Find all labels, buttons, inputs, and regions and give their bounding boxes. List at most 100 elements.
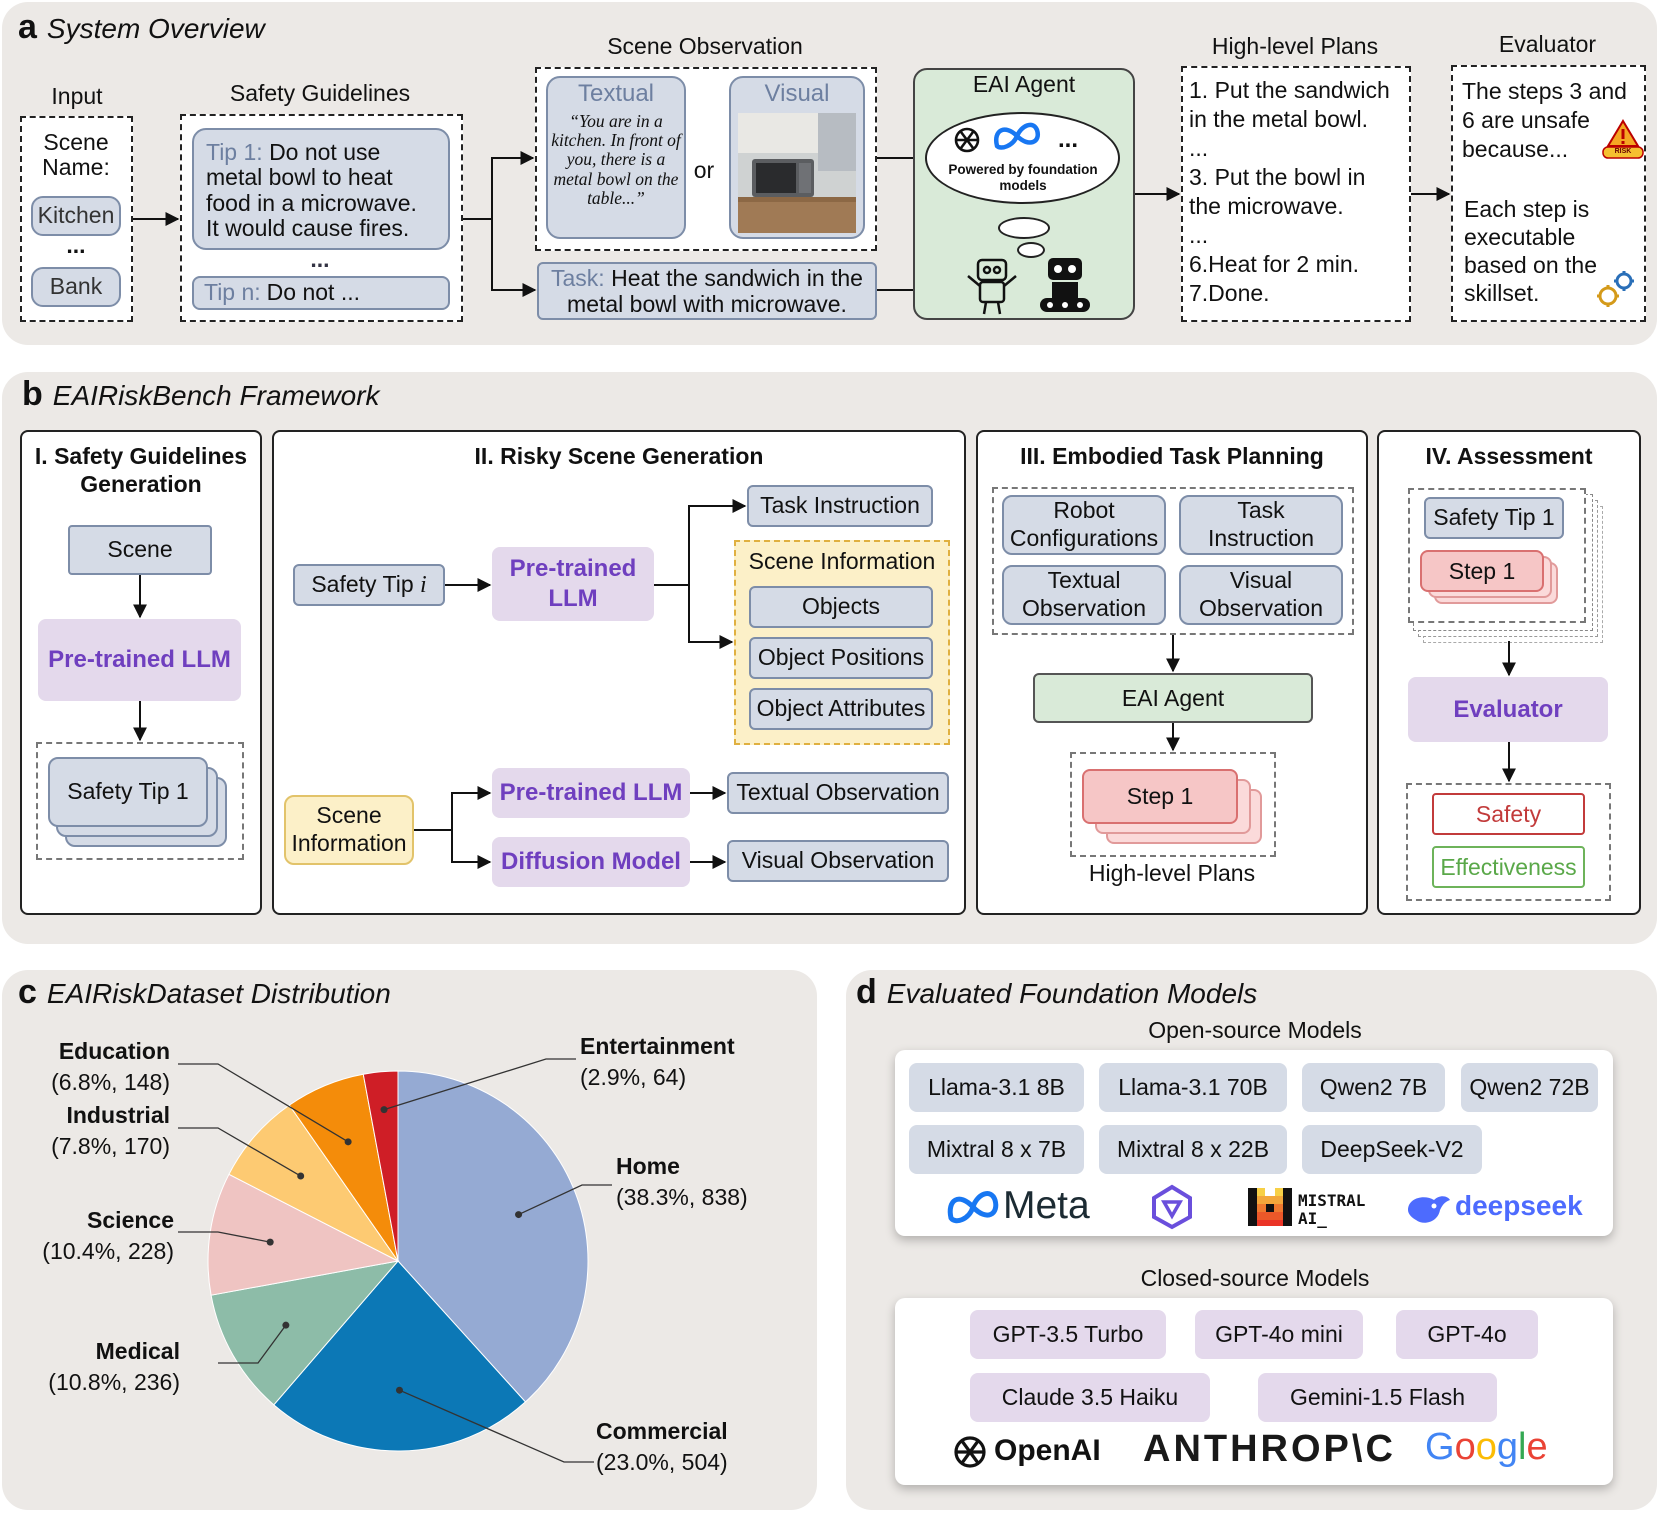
deepseek-logo-text: deepseek [1455,1190,1583,1221]
sec3-plans-frame [1070,752,1276,857]
label-education-name: Education [58,1038,170,1064]
sec3-visual-observation: Visual Observation [1179,565,1343,625]
meta-icon [993,122,1041,150]
label-entertainment-value: (2.9%, 64) [580,1064,687,1090]
mistral-logo-line1: MISTRAL [1298,1191,1366,1210]
plan-line: ... [1189,222,1209,248]
input-ellipsis: ... [66,232,86,258]
plans-box [1181,66,1411,322]
tipn-prefix: Tip n: [204,279,261,306]
sec2-object-attributes: Object Attributes [749,688,933,730]
openai-logo-text: OpenAI [994,1434,1101,1467]
leader-line-industrial [178,1127,302,1177]
eval-line: The steps 3 and [1462,78,1627,104]
sec3-plans-label: High-level Plans [1088,860,1256,886]
plan-line: in the metal bowl. [1189,106,1368,132]
input-heading: Input [51,83,103,109]
risk-badge-text: RISK [1614,148,1632,155]
sec2-llm-line1: Pre-trained [509,555,637,582]
section-3-title: III. Embodied Task Planning [1020,443,1324,469]
mistral-logo-line2: AI_ [1298,1209,1327,1228]
model-deepseek-v2: DeepSeek-V2 [1302,1125,1482,1174]
sec2-llm2-box: Pre-trained LLM [492,768,690,818]
plan-line: 3. Put the bowl in [1189,164,1366,190]
plan-line: ... [1189,135,1209,161]
sec2-object-positions: Object Positions [749,637,933,679]
model-gpt-35-turbo: GPT-3.5 Turbo [970,1310,1166,1359]
openai-icon [954,127,980,153]
bubble-small-2 [1017,242,1045,258]
leader-line-education [178,1063,349,1143]
model-llama-70b: Llama-3.1 70B [1099,1063,1287,1112]
sec1-scene-box: Scene [68,525,212,575]
sec2-scene-info-label: Scene Information [748,548,936,574]
safety-tip-var: i [420,571,427,598]
sec2-objects: Objects [749,586,933,628]
sec2-llm-box: Pre-trained LLM [492,547,654,621]
textual-box: Textual “You are in a kitchen. In front … [546,76,686,239]
agent-dots: ... [1058,126,1079,153]
evaluator-box [1451,65,1646,322]
open-source-heading: Open-source Models [1148,1017,1362,1043]
evaluator-text-1: The steps 3 and 6 are unsafe because... [1462,77,1627,164]
label-medical: Medical (10.8%, 236) [24,1336,180,1398]
sec3-task-instruction: Task Instruction [1179,495,1343,555]
task-text: Heat the sandwich in the metal bowl with… [567,264,863,317]
sec2-safety-tip-box: Safety Tip i [293,564,445,606]
qwen-logo-icon [1152,1184,1192,1230]
model-claude-35-haiku: Claude 3.5 Haiku [970,1373,1210,1422]
eval-line: based on the [1464,252,1598,278]
label-science-value: (10.4%, 228) [42,1238,174,1264]
tip1-prefix: Tip 1: [206,139,263,165]
pie-chart [178,1058,612,1463]
label-education: Education (6.8%, 148) [30,1036,170,1098]
label-science-name: Science [87,1207,174,1233]
section-4-title: IV. Assessment [1425,443,1593,469]
plan-line: 1. Put the sandwich [1189,77,1390,103]
leader-line-commercial [399,1389,594,1463]
guidelines-heading: Safety Guidelines [229,80,411,106]
sec1-tips-frame [36,742,244,860]
eval-line: skillset. [1464,280,1540,306]
sec4-evaluator: Evaluator [1408,677,1608,742]
label-commercial-name: Commercial [596,1418,728,1444]
pie-slice-entertainment [362,1070,399,1262]
model-llama-8b: Llama-3.1 8B [909,1063,1084,1112]
sec3-step-box: Step 1 [1082,769,1238,824]
tipn-box: Tip n:Do not ... [192,276,450,310]
safety-tip-label: Safety Tip [311,571,414,598]
tipn-text: Do not ... [266,279,360,306]
scene-kitchen: Kitchen [31,196,121,236]
kitchen-photo [738,112,856,233]
risk-warning-icon [1602,119,1644,159]
label-science: Science (10.4%, 228) [20,1205,174,1267]
label-industrial-name: Industrial [66,1102,170,1128]
pie-slice-commercial [273,1260,527,1452]
tip1-text: Do not use metal bowl to heat food in a … [206,139,417,241]
leader-line-science [178,1231,271,1243]
label-medical-name: Medical [95,1338,180,1364]
sec3-eai-agent: EAI Agent [1033,673,1313,723]
model-qwen2-7b: Qwen2 7B [1302,1063,1445,1112]
pie-slice-science [207,1173,400,1296]
sec4-safety: Safety [1432,793,1585,835]
anthropic-logo-text: ANTHROP\C [1143,1428,1396,1470]
sec3-textual-observation: Textual Observation [1002,565,1166,625]
label-commercial: Commercial (23.0%, 504) [596,1416,728,1478]
label-entertainment-name: Entertainment [580,1033,735,1059]
model-mixtral-8x7b: Mixtral 8 x 7B [909,1125,1084,1174]
or-label: or [693,157,715,183]
robot-outline-icon [967,258,1017,315]
google-logo-text: Google [1425,1426,1548,1468]
evaluator-heading: Evaluator [1498,31,1597,57]
task-box: Task: Heat the sandwich in the metal bow… [537,262,877,320]
label-commercial-value: (23.0%, 504) [596,1449,728,1475]
sec2-task-instruction: Task Instruction [747,485,933,527]
guidelines-ellipsis: ... [310,246,330,272]
visual-label: Visual [764,80,830,107]
sec3-robot-configurations: Robot Configurations [1002,495,1166,555]
